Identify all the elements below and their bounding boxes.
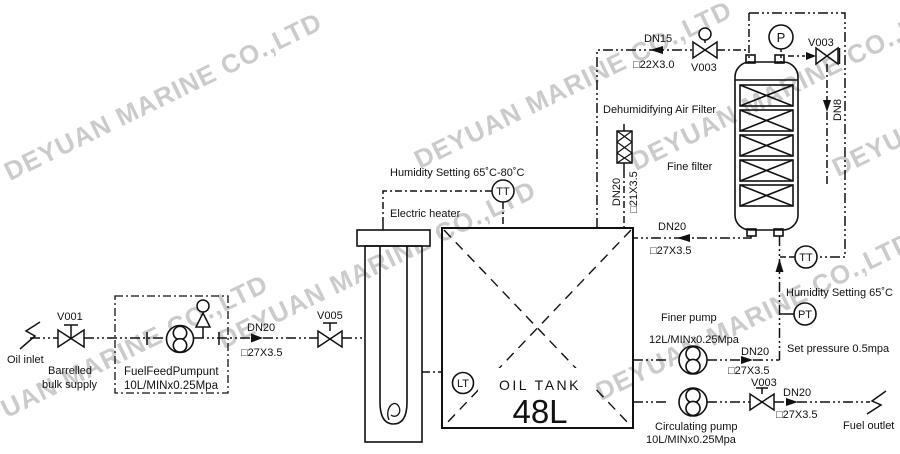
relief-valve-symbol — [194, 299, 212, 338]
v001-label: V001 — [57, 311, 83, 323]
lt-label: LT — [457, 378, 469, 390]
v003-right-label: V003 — [808, 37, 834, 49]
tt-label: TT — [496, 186, 510, 198]
v003-outlet-label: V003 — [751, 377, 777, 389]
circ-pipe-spec-label: □27X3.5 — [776, 409, 818, 421]
vent-dn20-label: DN20 — [611, 178, 623, 206]
flow-arrow-left — [650, 46, 663, 54]
circulating-pump-label: Circulating pump — [655, 421, 738, 433]
humidity-setting-2-label: Humidity Setting 65˚C — [786, 287, 893, 299]
circulating-pump-symbol — [678, 387, 708, 417]
oil-inlet-break-symbol — [19, 321, 41, 350]
p-gauge-label: P — [777, 30, 786, 45]
finer-pump-spec-label: 12L/MINx0.25Mpa — [649, 334, 740, 346]
fine-filter-label: Fine filter — [667, 161, 713, 173]
fuel-feed-pump-symbol — [165, 324, 195, 354]
finer-dn20-label: DN20 — [741, 346, 769, 358]
oil-tank-symbol — [441, 227, 634, 429]
circ-dn20-label: DN20 — [783, 387, 811, 399]
p-pressure-gauge — [768, 24, 794, 62]
pt-label: PT — [798, 309, 812, 321]
fuel-outlet-break-symbol — [866, 390, 887, 415]
dn15-spec-label: □22X3.0 — [633, 59, 675, 71]
fuel-feed-pump-unit-box — [114, 295, 229, 394]
return-dn20-label: DN20 — [658, 221, 686, 233]
tank-vent-pipe — [596, 49, 693, 228]
tank-volume-label: 48L — [512, 393, 567, 430]
tt2-temperature-indicator — [779, 245, 818, 269]
v003-right-valve — [815, 46, 841, 66]
dn20-spec-label: □27X3.5 — [241, 347, 283, 359]
tt2-label: TT — [799, 252, 813, 264]
v005-label: V005 — [317, 310, 343, 322]
flow-arrow-up — [775, 259, 784, 272]
filter-media-sections — [739, 84, 794, 207]
flow-arrow-left — [677, 234, 690, 242]
flow-arrow-right — [251, 333, 263, 343]
oil-inlet-label: Oil inlet — [7, 354, 44, 366]
flow-arrow-down — [823, 100, 831, 112]
electric-heater-symbol — [356, 229, 431, 443]
dehumidifying-air-filter-symbol — [734, 54, 799, 237]
dn8-label: DN8 — [832, 99, 844, 121]
pt-pressure-transmitter — [779, 302, 817, 326]
return-spec-label: □27X3.5 — [650, 245, 692, 257]
dn15-label: DN15 — [644, 33, 672, 45]
sensing-loop-line — [749, 12, 846, 258]
pump-unit-name-label: FuelFeedPumpunt — [124, 366, 219, 378]
dehumidifier-label: Dehumidifying Air Filter — [603, 104, 716, 116]
v003-left-valve — [692, 27, 718, 60]
tt-signal-line — [382, 190, 492, 224]
filter-return-pipe — [633, 236, 752, 239]
v003-left-label: V003 — [691, 62, 717, 74]
humidity-setting-label: Humidity Setting 65˚C-80˚C — [390, 167, 525, 179]
electric-heater-label: Electric heater — [390, 208, 461, 220]
finer-pump-label: Finer pump — [661, 312, 717, 324]
flow-arrow-right — [806, 52, 816, 60]
finer-pump-symbol — [678, 345, 708, 375]
tank-diagonals — [443, 229, 632, 427]
set-pressure-label: Set pressure 0.5mpa — [787, 343, 890, 355]
lt-level-indicator — [451, 371, 475, 395]
v003-outlet-valve — [749, 387, 775, 412]
vent-spec-label: □21X3.5 — [628, 171, 640, 213]
fuel-outlet-label: Fuel outlet — [843, 420, 894, 432]
tank-name-label: OIL TANK — [499, 377, 581, 393]
v001-valve — [57, 324, 85, 349]
flow-arrow-right — [741, 356, 753, 364]
circulating-pump-spec-label: 10L/MINx0.25Mpa — [646, 434, 737, 446]
supply-label-2: bulk supply — [42, 379, 98, 391]
pump-unit-spec-label: 10L/MINx0.25Mpa — [124, 380, 219, 392]
tank-label-mask — [478, 368, 596, 426]
finer-pipe-spec-label: □27X3.5 — [728, 365, 770, 377]
vent-breather-filter-symbol — [616, 124, 633, 171]
v005-valve — [317, 322, 343, 349]
dn20-label: DN20 — [247, 322, 275, 334]
supply-label-1: Barrelled — [48, 365, 92, 377]
